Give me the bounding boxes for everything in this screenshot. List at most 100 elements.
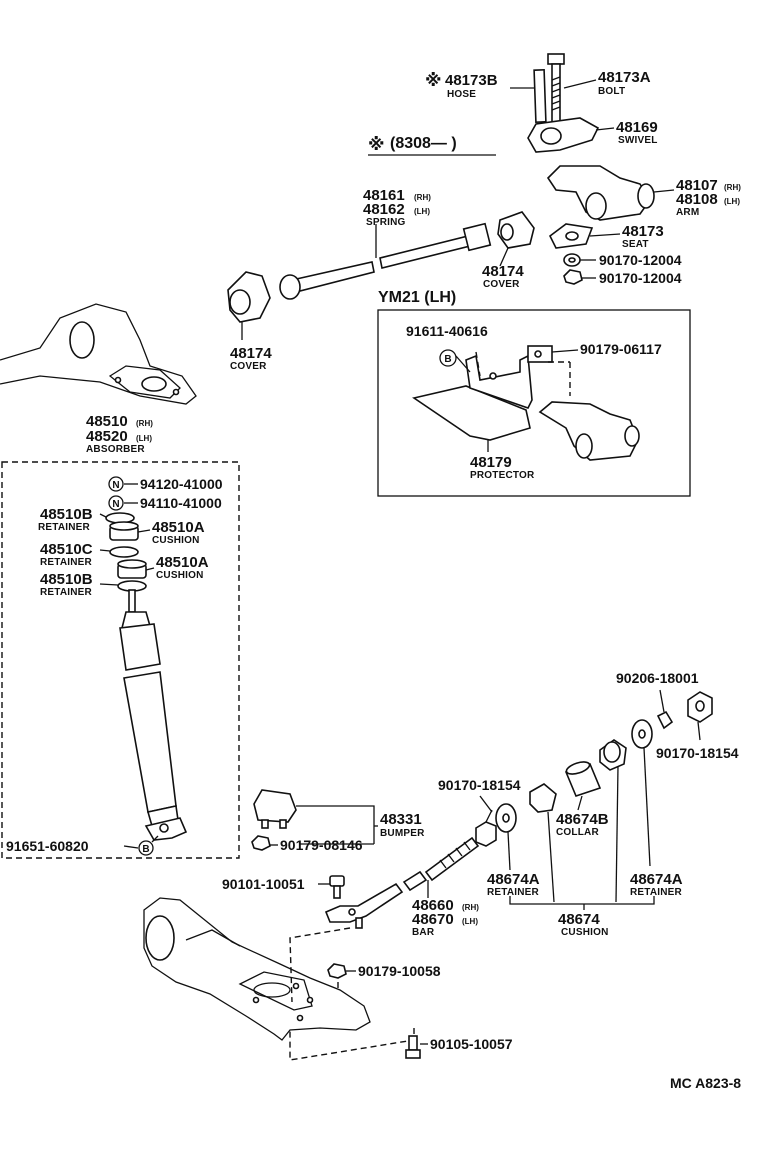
- bar-collar-number: 48674B: [556, 811, 609, 828]
- absorber-retainer-bottom-number: 48510B: [40, 571, 93, 588]
- absorber-group-frame: [1, 461, 240, 859]
- cover-large-part: [227, 271, 271, 323]
- spring-sub-rh: (RH): [414, 193, 431, 202]
- bar-retainer-right-caption: RETAINER: [630, 887, 683, 898]
- absorber-number-rh: 48510: [86, 413, 128, 430]
- lower-arm-part: [143, 897, 371, 1041]
- bar-washer-part: [656, 710, 674, 730]
- bar-sub-lh: (LH): [462, 917, 478, 926]
- arm-number-rh: 48107: [676, 177, 718, 194]
- bumper-part: [253, 789, 297, 829]
- absorber-number-lh: 48520: [86, 428, 128, 445]
- absorber-caption: ABSORBER: [86, 444, 145, 455]
- hose-number: 48173B: [445, 72, 498, 89]
- bar-cushion-number: 48674: [558, 911, 600, 928]
- absorber-cushion-bottom-number: 48510A: [156, 554, 209, 571]
- inset-bracket-number: 90179-06117: [580, 341, 662, 357]
- absorber-sub-lh: (LH): [136, 434, 152, 443]
- cover-large-caption: COVER: [230, 361, 267, 372]
- absorber-nut-2-badge-ring: [108, 495, 124, 511]
- bar-nut-right-part: [687, 691, 713, 723]
- absorber-retainer-mid-number: 48510C: [40, 541, 93, 558]
- bar-nut-right-number: 90170-18154: [656, 745, 739, 761]
- absorber-bolt-badge-ring: [138, 840, 154, 856]
- inset-protector-caption: PROTECTOR: [470, 470, 535, 481]
- absorber-retainer-top-number: 48510B: [40, 506, 93, 523]
- inset-protector-number: 48179: [470, 454, 512, 471]
- arm-sub-lh: (LH): [724, 197, 740, 206]
- bar-sub-rh: (RH): [462, 903, 479, 912]
- arm-part: [546, 165, 655, 221]
- spring-number-lh: 48162: [363, 201, 405, 218]
- bolt-a-number: 90101-10051: [222, 876, 305, 892]
- absorber-nut-2-number: 94110-41000: [140, 495, 222, 511]
- seat-number: 48173: [622, 223, 664, 240]
- lower-bolt-b-part: [405, 1035, 421, 1059]
- header-symbol: ※: [368, 135, 385, 155]
- spring-sub-lh: (LH): [414, 207, 430, 216]
- absorber-cushion-bottom-caption: CUSHION: [156, 570, 204, 581]
- absorber-sub-rh: (RH): [136, 419, 153, 428]
- bar-collar-caption: COLLAR: [556, 827, 599, 838]
- absorber-cushion-top-part: [109, 521, 139, 541]
- bar-cushion-right-part: [599, 739, 627, 771]
- bar-cushion-left-part: [529, 783, 557, 813]
- bar-nut-left-number: 90170-18154: [438, 777, 521, 793]
- bar-part: [324, 836, 480, 929]
- absorber-nut-2-badge: N: [112, 499, 119, 510]
- absorber-bolt-badge: B: [142, 844, 149, 855]
- bolt-part: [547, 53, 565, 125]
- arm-number-lh: 48108: [676, 191, 718, 208]
- bar-retainer-right-number: 48674A: [630, 871, 683, 888]
- absorber-retainer-bottom-part: [117, 580, 147, 613]
- absorber-nut-1-badge-ring: [108, 476, 124, 492]
- inset-bolt-badge: B: [444, 354, 451, 365]
- inset-arm-part: [538, 401, 640, 461]
- bar-nut-left-part: [475, 821, 497, 847]
- bar-retainer-left-number: 48674A: [487, 871, 540, 888]
- bumper-caption: BUMPER: [380, 828, 425, 839]
- bolt-caption: BOLT: [598, 86, 625, 97]
- inset-protector-part: [412, 345, 553, 441]
- bar-retainer-left-part: [495, 803, 517, 833]
- footer-code: MC A823-8: [670, 1075, 741, 1091]
- inset-bolt-number: 91611-40616: [406, 323, 488, 339]
- spring-number-rh: 48161: [363, 187, 405, 204]
- swivel-caption: SWIVEL: [618, 135, 658, 146]
- bumper-nut-part: [251, 835, 271, 851]
- seat-caption: SEAT: [622, 239, 649, 250]
- lower-nut-90179-number: 90179-10058: [358, 963, 441, 979]
- bar-cushion-caption: CUSHION: [561, 927, 609, 938]
- nut-b-part: [563, 269, 583, 285]
- swivel-part: [527, 117, 600, 153]
- absorber-retainer-bottom-caption: RETAINER: [40, 587, 93, 598]
- lower-bolt-b-number: 90105-10057: [430, 1036, 513, 1052]
- nut-a-number: 90170-12004: [599, 252, 682, 268]
- seat-part: [548, 223, 594, 249]
- hose-part: [533, 69, 547, 123]
- absorber-body-part: [119, 611, 188, 841]
- inset-bolt-badge-ring: [439, 349, 457, 367]
- absorber-nut-1-number: 94120-41000: [140, 476, 223, 492]
- bar-number-rh: 48660: [412, 897, 454, 914]
- bar-caption: BAR: [412, 927, 435, 938]
- bolt-a-part: [329, 875, 345, 899]
- swivel-number: 48169: [616, 119, 658, 136]
- bumper-number: 48331: [380, 811, 422, 828]
- nut-a-part: [563, 253, 581, 267]
- absorber-retainer-mid-part: [109, 546, 139, 558]
- absorber-cushion-top-number: 48510A: [152, 519, 205, 536]
- arm-caption: ARM: [676, 207, 699, 218]
- bumper-nut-number: 90179-08146: [280, 837, 363, 853]
- absorber-bolt-number: 91651-60820: [6, 838, 89, 854]
- absorber-nut-1-badge: N: [112, 480, 119, 491]
- bar-retainer-right-part: [631, 719, 653, 749]
- bar-number-lh: 48670: [412, 911, 454, 928]
- nut-b-number: 90170-12004: [599, 270, 682, 286]
- bar-retainer-left-caption: RETAINER: [487, 887, 540, 898]
- spring-caption: SPRING: [366, 217, 406, 228]
- arm-sub-rh: (RH): [724, 183, 741, 192]
- header-date-range: (8308— ): [390, 135, 457, 152]
- absorber-retainer-top-caption: RETAINER: [38, 522, 91, 533]
- bolt-number: 48173A: [598, 69, 651, 86]
